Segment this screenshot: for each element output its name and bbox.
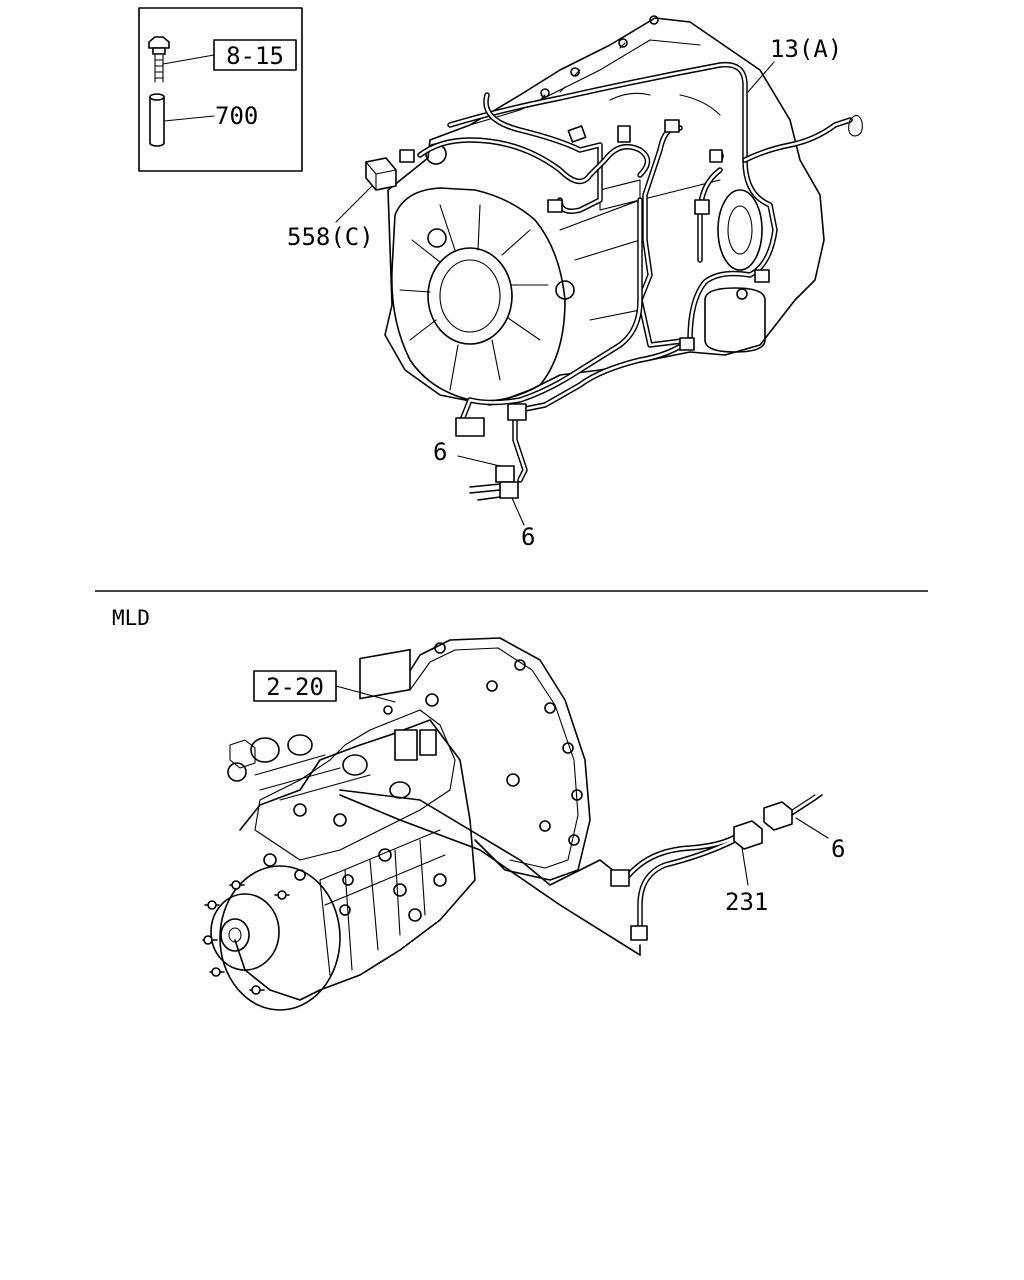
label-231: 231 [725,888,768,916]
wire-harness-13a [399,61,863,483]
clip-icon [469,465,519,501]
variant-label: MLD [112,606,150,630]
label-6-upper: 6 [433,438,447,466]
connector-558c-icon [365,157,397,191]
inset-box: 8-15 700 [138,7,303,172]
sleeve-icon [149,93,165,147]
label-2-20: 2-20 [266,673,324,701]
connector-block [455,417,485,437]
transmission-drawing [202,637,591,1011]
label-6-bottom: 6 [831,835,845,863]
wire-harness-231 [339,789,763,956]
label-13a: 13(A) [770,35,842,63]
label-700: 700 [215,102,258,130]
ref-box-8-15 [213,39,297,71]
label-8-15: 8-15 [226,42,284,70]
engine-drawing [384,15,825,406]
bolt-icon [148,36,170,83]
clip-icon [763,794,823,831]
label-558c: 558(C) [287,223,374,251]
label-6-lower: 6 [521,523,535,551]
